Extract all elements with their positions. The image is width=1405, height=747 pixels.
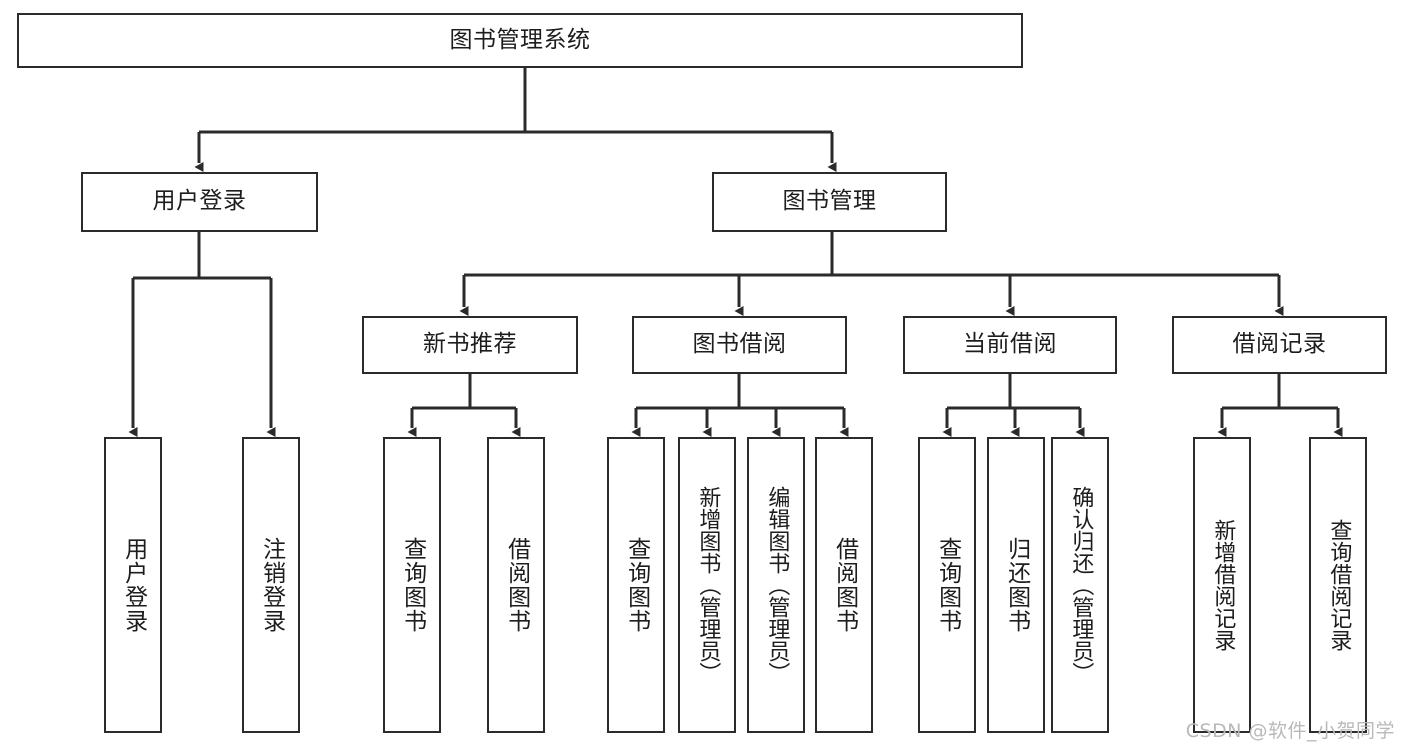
- node-root-system[interactable]: 图书管理系统: [17, 13, 1023, 68]
- node-current-borrow[interactable]: 当前借阅: [903, 316, 1117, 374]
- node-label: 确认归还（管理员）: [1068, 486, 1094, 684]
- node-label: 用户登录: [152, 188, 247, 215]
- leaf-user-logout[interactable]: 注销登录: [242, 437, 300, 733]
- leaf-query-books-borrow[interactable]: 查询图书: [607, 437, 665, 733]
- node-label: 编辑图书（管理员）: [764, 486, 790, 684]
- leaf-return-books[interactable]: 归还图书: [987, 437, 1045, 733]
- node-label: 图书管理: [782, 188, 877, 215]
- node-book-borrow[interactable]: 图书借阅: [632, 316, 847, 374]
- node-label: 图书借阅: [692, 331, 787, 358]
- node-label: 查询图书: [934, 537, 961, 633]
- node-label: 注销登录: [258, 537, 285, 633]
- node-label: 借阅记录: [1232, 331, 1327, 358]
- node-label: 用户登录: [120, 537, 147, 633]
- node-book-management[interactable]: 图书管理: [712, 172, 947, 232]
- node-label: 归还图书: [1003, 537, 1030, 633]
- node-user-login[interactable]: 用户登录: [81, 172, 318, 232]
- node-label: 借阅图书: [503, 537, 530, 633]
- node-borrow-records[interactable]: 借阅记录: [1172, 316, 1387, 374]
- node-label: 借阅图书: [831, 537, 858, 633]
- node-label: 查询借阅记录: [1326, 519, 1352, 651]
- leaf-query-books-recommend[interactable]: 查询图书: [383, 437, 441, 733]
- leaf-query-books-current[interactable]: 查询图书: [918, 437, 976, 733]
- node-label: 图书管理系统: [449, 26, 591, 53]
- leaf-user-login[interactable]: 用户登录: [104, 437, 162, 733]
- node-label: 新增图书（管理员）: [695, 486, 721, 684]
- node-label: 新书推荐: [423, 331, 517, 358]
- leaf-borrow-books[interactable]: 借阅图书: [815, 437, 873, 733]
- leaf-add-borrow-record[interactable]: 新增借阅记录: [1193, 437, 1251, 733]
- leaf-borrow-books-recommend[interactable]: 借阅图书: [487, 437, 545, 733]
- node-label: 查询图书: [623, 537, 650, 633]
- leaf-edit-book-admin[interactable]: 编辑图书（管理员）: [747, 437, 805, 733]
- leaf-add-book-admin[interactable]: 新增图书（管理员）: [678, 437, 736, 733]
- node-label: 当前借阅: [963, 331, 1057, 358]
- leaf-confirm-return-admin[interactable]: 确认归还（管理员）: [1051, 437, 1109, 733]
- node-new-book-recommend[interactable]: 新书推荐: [362, 316, 578, 374]
- node-label: 新增借阅记录: [1210, 519, 1236, 651]
- node-label: 查询图书: [399, 537, 426, 633]
- leaf-query-borrow-record[interactable]: 查询借阅记录: [1309, 437, 1367, 733]
